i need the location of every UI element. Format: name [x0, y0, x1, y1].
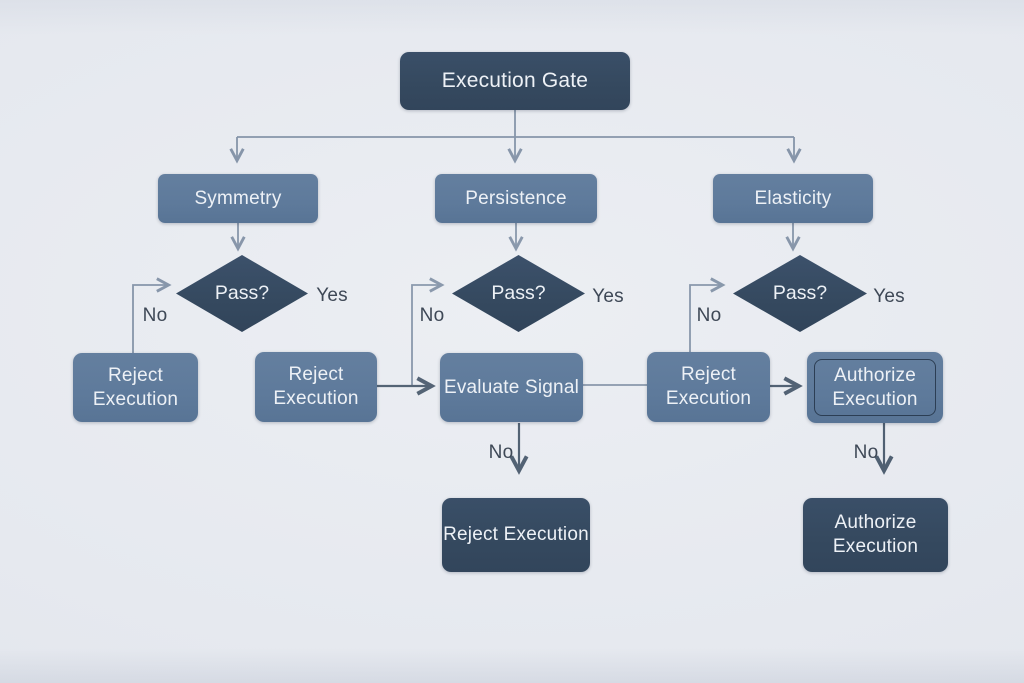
decision-label: Pass?	[214, 282, 270, 304]
node-label: Symmetry	[194, 187, 282, 209]
edge-label-no-symmetry: No	[142, 305, 168, 326]
node-label: Authorize Execution	[832, 364, 918, 410]
node-label: Evaluate Signal	[443, 376, 580, 398]
edge-label-yes-elasticity: Yes	[873, 286, 905, 307]
node-label: Reject Execution	[443, 524, 589, 546]
node-persistence: Persistence	[435, 174, 597, 223]
node-authorize-mid: Authorize Execution	[807, 352, 943, 423]
edge-label-no-elasticity: No	[696, 305, 722, 326]
node-label: Authorize Execution	[832, 512, 919, 557]
node-reject-elasticity: Reject Execution	[647, 352, 770, 422]
node-symmetry: Symmetry	[158, 174, 318, 223]
decision-pass-elasticity: Pass?	[733, 255, 867, 332]
inner-outline: Authorize Execution	[814, 359, 936, 416]
node-label: Persistence	[465, 187, 567, 209]
node-evaluate-signal: Evaluate Signal	[440, 353, 583, 422]
node-elasticity: Elasticity	[713, 174, 873, 223]
node-reject-symmetry: Reject Execution	[73, 353, 198, 422]
edge-label-yes-persistence: Yes	[592, 286, 624, 307]
edge-label-no-persistence: No	[419, 305, 445, 326]
node-execution-gate: Execution Gate	[400, 52, 630, 110]
node-label: Reject Execution	[665, 364, 752, 409]
edge-label-no-evaluate: No	[488, 442, 514, 463]
edge-label-no-authorize: No	[853, 442, 879, 463]
decision-pass-persistence: Pass?	[452, 255, 585, 332]
decision-pass-symmetry: Pass?	[176, 255, 308, 332]
decision-label: Pass?	[491, 282, 546, 304]
node-label: Elasticity	[754, 187, 832, 209]
node-reject-final: Reject Execution	[442, 498, 590, 572]
node-authorize-final: Authorize Execution	[803, 498, 948, 572]
decision-label: Pass?	[772, 282, 828, 304]
wire-no-persistence	[411, 277, 445, 385]
node-reject-persistence: Reject Execution	[255, 352, 377, 422]
node-label: Execution Gate	[441, 68, 589, 92]
node-label: Reject Execution	[273, 364, 359, 409]
node-label: Reject Execution	[92, 364, 179, 410]
edge-label-yes-symmetry: Yes	[316, 285, 348, 306]
